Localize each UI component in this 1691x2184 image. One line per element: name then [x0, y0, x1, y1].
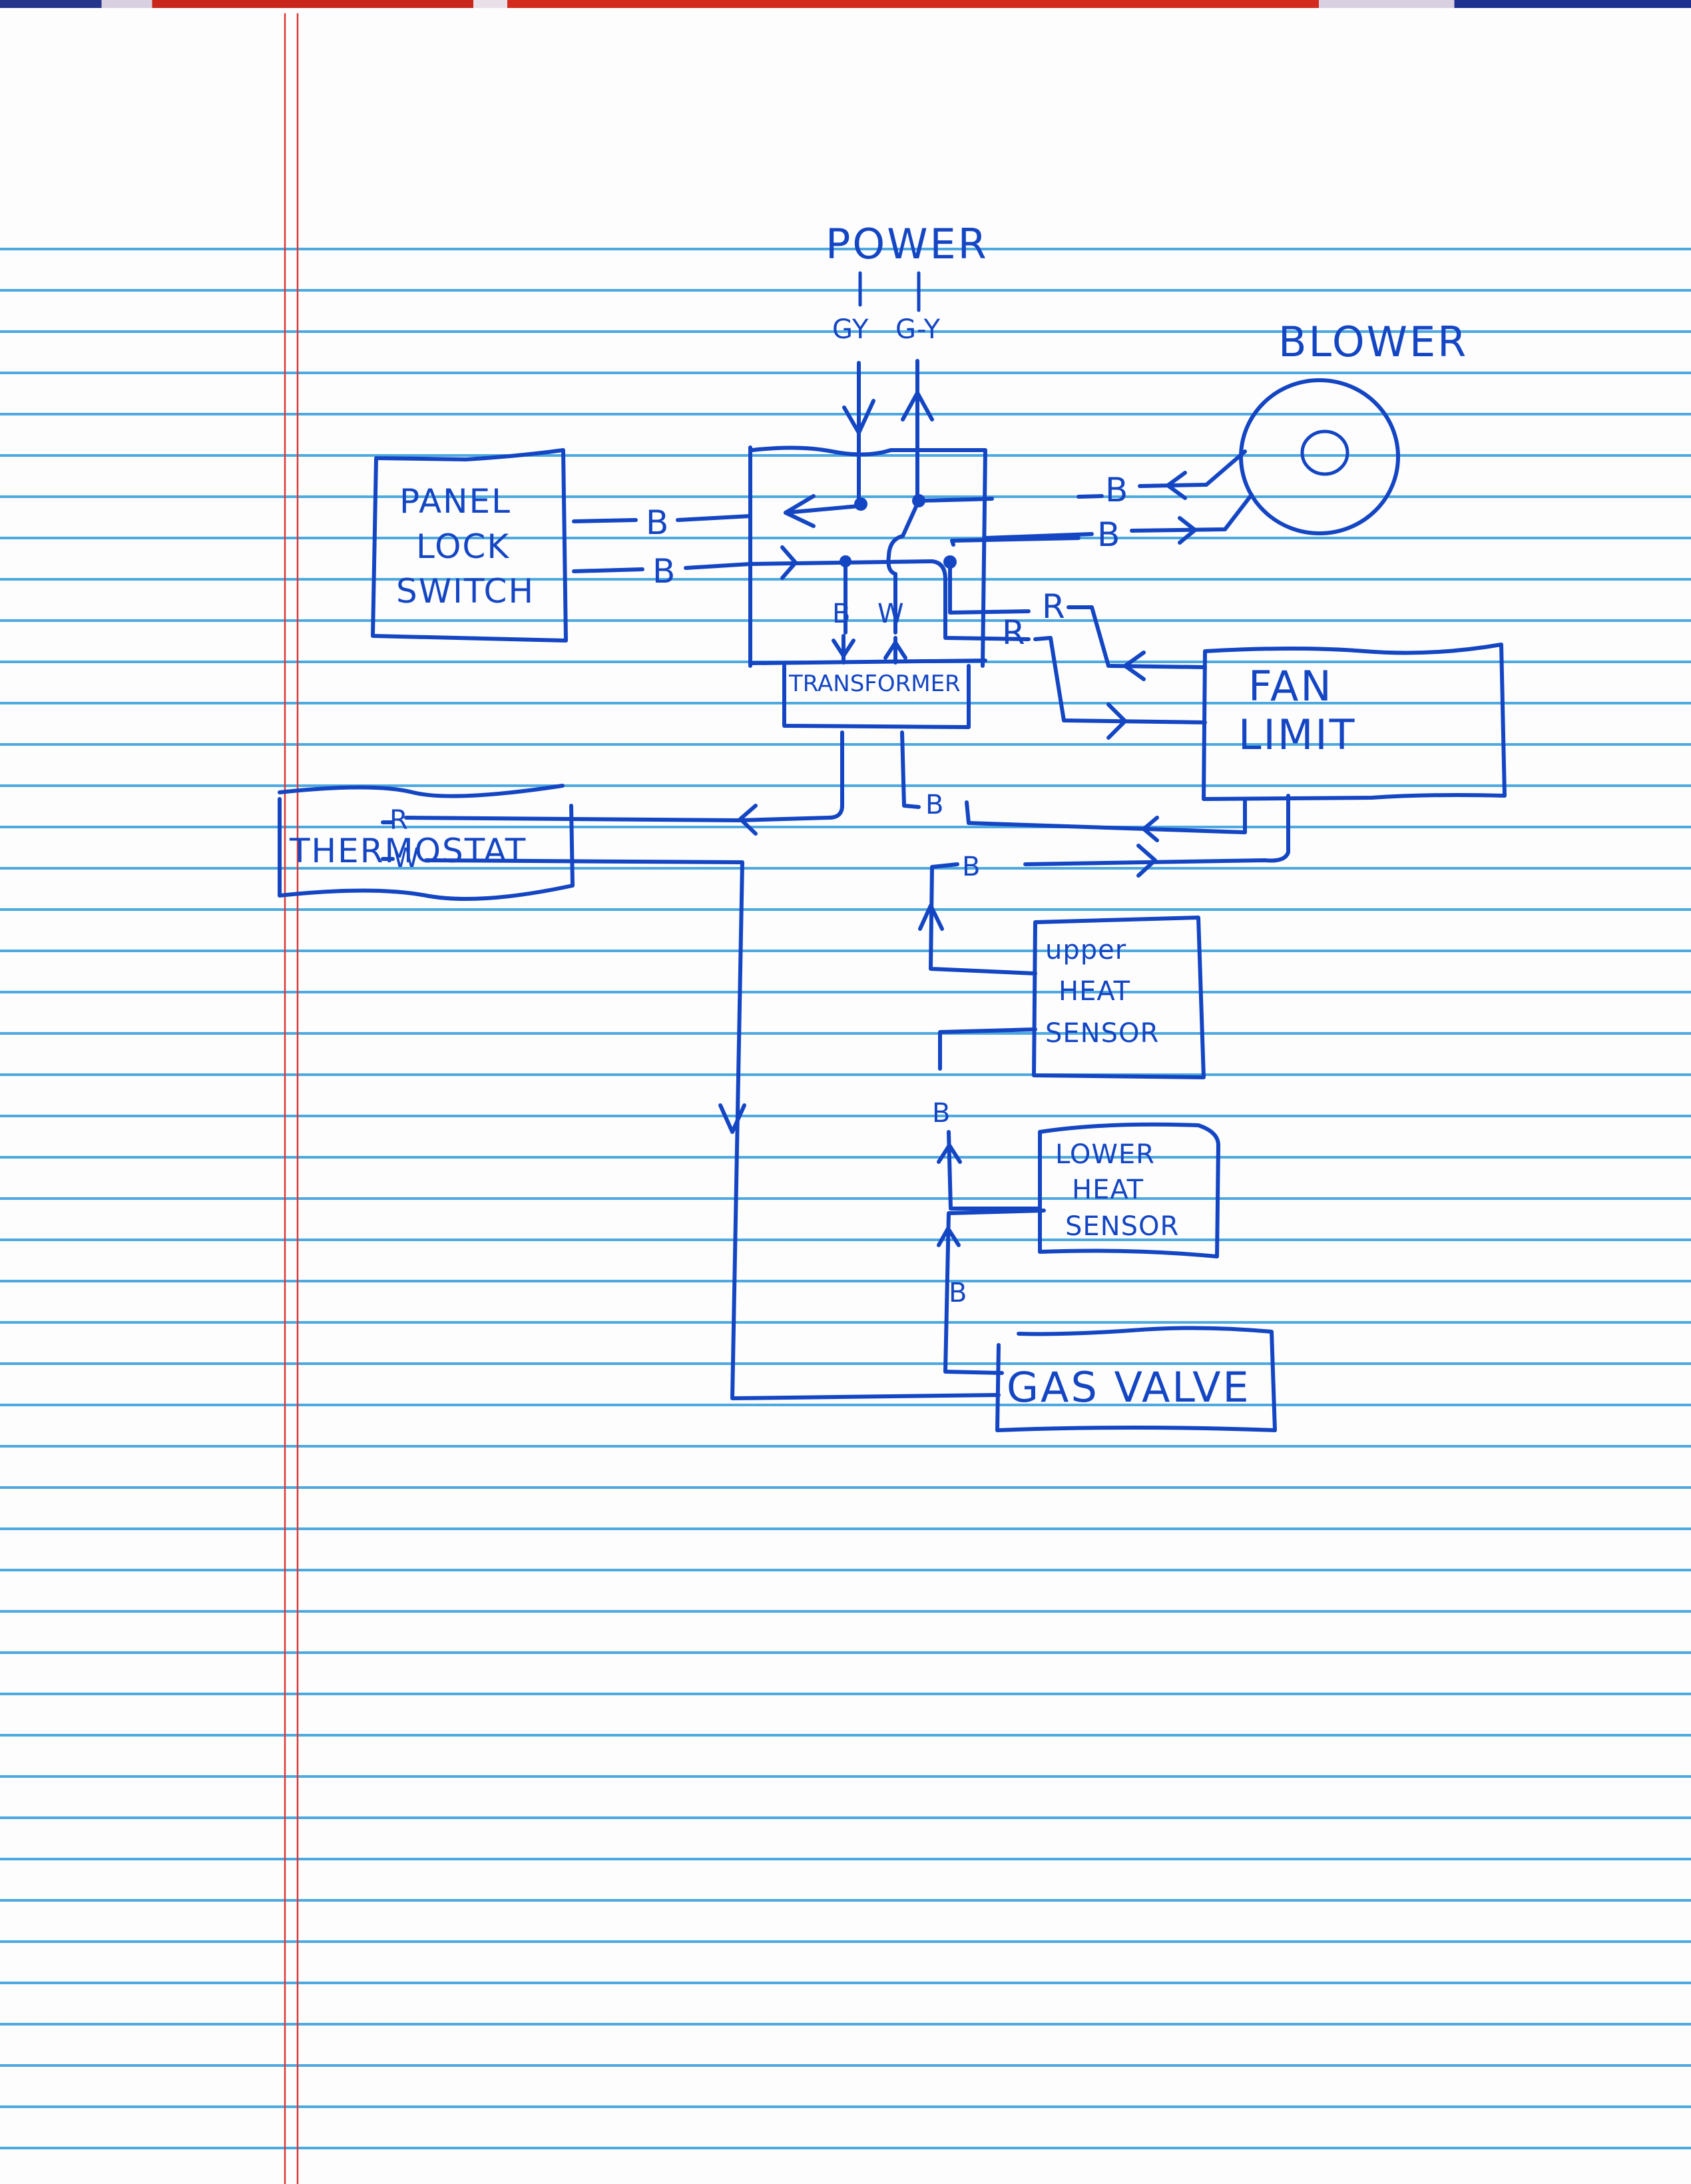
lower-heat-sensor-label-1: LOWER: [1055, 1139, 1155, 1170]
blower-label: BLOWER: [1278, 318, 1468, 366]
thermostat: THERMOSTAT R W: [278, 784, 1001, 1400]
arrow-left-icon: [784, 494, 816, 528]
panel-wire-top-label: B: [646, 503, 670, 542]
arrow-right-icon: [1136, 844, 1157, 878]
transformer-label: TRANSFORMER: [788, 671, 961, 697]
scanned-cover-edge: [0, 0, 1691, 8]
panel-lock-switch-label-1: PANEL: [399, 482, 511, 521]
junction-box: B W: [748, 431, 1081, 668]
fan-limit-label-2: LIMIT: [1238, 710, 1356, 759]
upper-heat-sensor-label-2: HEAT: [1059, 976, 1130, 1007]
upper-heat-sensor-box: [1032, 916, 1206, 1079]
fan-limit-to-upper-sensor: B: [918, 794, 1290, 975]
fan-limit-box: [1202, 643, 1507, 801]
arrow-up-icon: [937, 1227, 961, 1247]
arrow-left-icon: [1166, 471, 1187, 500]
fan-limit-r-bottom-label: R: [1002, 613, 1027, 652]
thermostat-label: THERMOSTAT: [289, 832, 527, 870]
transformer: TRANSFORMER B: [737, 664, 1247, 842]
fan-limit-r-top-label: R: [1042, 587, 1067, 626]
blower-wire-bottom-label: B: [1097, 515, 1121, 554]
arrow-up-icon: [883, 641, 907, 660]
lower-sensor-to-gas-valve-label: B: [949, 1278, 967, 1308]
upper-heat-sensor: upper HEAT SENSOR B: [932, 916, 1206, 1129]
gas-valve: GAS VALVE: [995, 1326, 1277, 1432]
power-wire-right-label: G-Y: [895, 314, 941, 345]
transformer-in-right-label: W: [877, 599, 905, 629]
arrow-up-icon: [901, 391, 934, 421]
arrow-right-icon: [1106, 702, 1127, 740]
lower-heat-sensor-box: [1038, 1122, 1220, 1258]
arrow-left-icon: [1142, 816, 1159, 842]
gas-valve-label: GAS VALVE: [1007, 1363, 1251, 1412]
ruled-lines: [0, 248, 1691, 2149]
thermostat-box: [278, 784, 575, 901]
transformer-to-fan-limit-label: B: [925, 790, 944, 820]
upper-to-lower-sensor-label: B: [932, 1098, 951, 1129]
power-source: POWER GY G-Y: [826, 220, 989, 503]
arrow-left-icon: [1123, 651, 1146, 681]
arrow-down-icon: [718, 1103, 746, 1134]
arrow-down-icon: [832, 639, 855, 658]
power-wire-left-label: GY: [832, 314, 869, 345]
arrow-right-icon: [780, 545, 798, 580]
blower-hub-icon: [1300, 429, 1349, 476]
lower-heat-sensor-label-3: SENSOR: [1065, 1211, 1179, 1242]
panel-lock-switch-label-3: SWITCH: [396, 572, 535, 611]
fan-limit-r-wires: R R: [1002, 587, 1207, 740]
panel-lock-switch-label-2: LOCK: [416, 527, 510, 566]
panel-lock-switch-box: [371, 448, 568, 643]
upper-heat-sensor-label-1: upper: [1045, 935, 1126, 965]
fan-limit-label-1: FAN: [1248, 662, 1333, 710]
transformer-in-left-label: B: [832, 599, 851, 629]
fan-limit: FAN LIMIT: [1202, 643, 1507, 801]
lower-heat-sensor-label-2: HEAT: [1072, 1175, 1144, 1205]
fan-limit-to-upper-sensor-label: B: [962, 852, 981, 882]
panel-lock-switch: PANEL LOCK SWITCH B B: [371, 448, 752, 643]
thermostat-r-label: R: [389, 805, 409, 836]
blower: BLOWER B B: [983, 318, 1468, 554]
panel-wire-bottom-label: B: [652, 552, 676, 591]
arrow-up-icon: [918, 904, 944, 931]
thermostat-w-label: W: [393, 843, 420, 874]
arrow-up-icon: [937, 1143, 962, 1164]
lower-heat-sensor: LOWER HEAT SENSOR B: [937, 1122, 1220, 1375]
gas-valve-box: [995, 1326, 1277, 1432]
upper-heat-sensor-label-3: SENSOR: [1045, 1018, 1159, 1049]
power-label: POWER: [826, 220, 989, 268]
blower-wire-top-label: B: [1105, 471, 1129, 509]
arrow-right-icon: [1178, 516, 1197, 545]
transformer-box: [782, 664, 971, 729]
